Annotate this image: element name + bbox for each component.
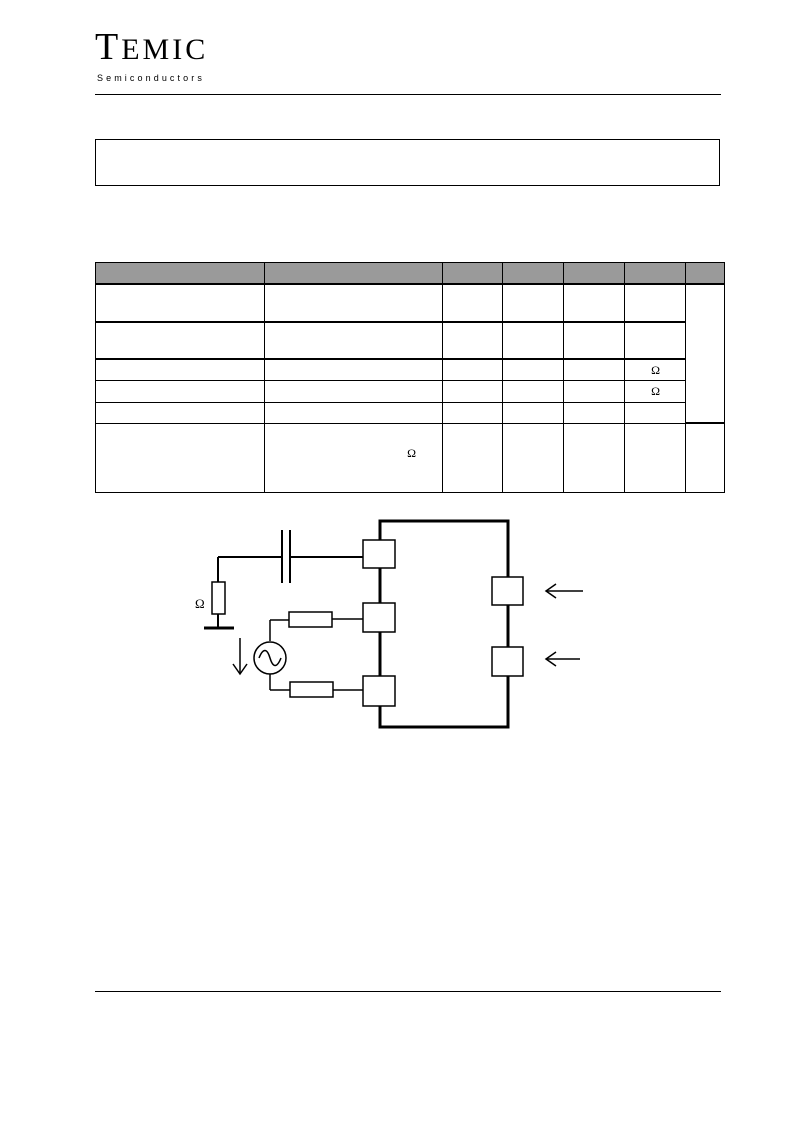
header-rule <box>95 94 721 95</box>
bottom-wire <box>378 676 510 729</box>
spec-table: Ω Ω Ω <box>95 262 725 494</box>
sine-wave-icon <box>258 649 282 667</box>
load-resistor-unit: Ω <box>195 596 205 611</box>
down-arrow-icon <box>232 663 248 676</box>
table-header-row <box>95 262 725 286</box>
table-row: Ω <box>95 422 725 494</box>
left-arrow-icon <box>544 651 557 667</box>
condition-ohm: Ω <box>407 446 416 461</box>
circuit-wires <box>217 519 510 729</box>
pin-box <box>491 646 524 677</box>
table-row <box>95 283 725 425</box>
table-row: Ω <box>95 358 725 382</box>
table-row: Ω <box>95 380 725 403</box>
table-row <box>95 401 725 424</box>
load-resistor <box>211 581 226 615</box>
source-resistor-top <box>288 611 333 628</box>
title-box <box>95 139 720 186</box>
pin-box <box>491 576 524 606</box>
top-wire <box>378 519 510 577</box>
pin-box <box>362 675 396 707</box>
left-arrow-icon <box>544 583 557 599</box>
source-resistor-bottom <box>289 681 334 698</box>
logo-wordmark: TEMIC <box>95 26 209 68</box>
footer-rule <box>95 991 721 992</box>
table-row <box>95 321 725 361</box>
pin-box <box>362 602 396 633</box>
unit-ohm: Ω <box>651 383 660 398</box>
test-circuit-diagram: Ω <box>195 519 583 729</box>
unit-ohm: Ω <box>651 362 660 377</box>
pin-box <box>362 539 396 569</box>
logo-subtitle: Semiconductors <box>97 73 205 83</box>
